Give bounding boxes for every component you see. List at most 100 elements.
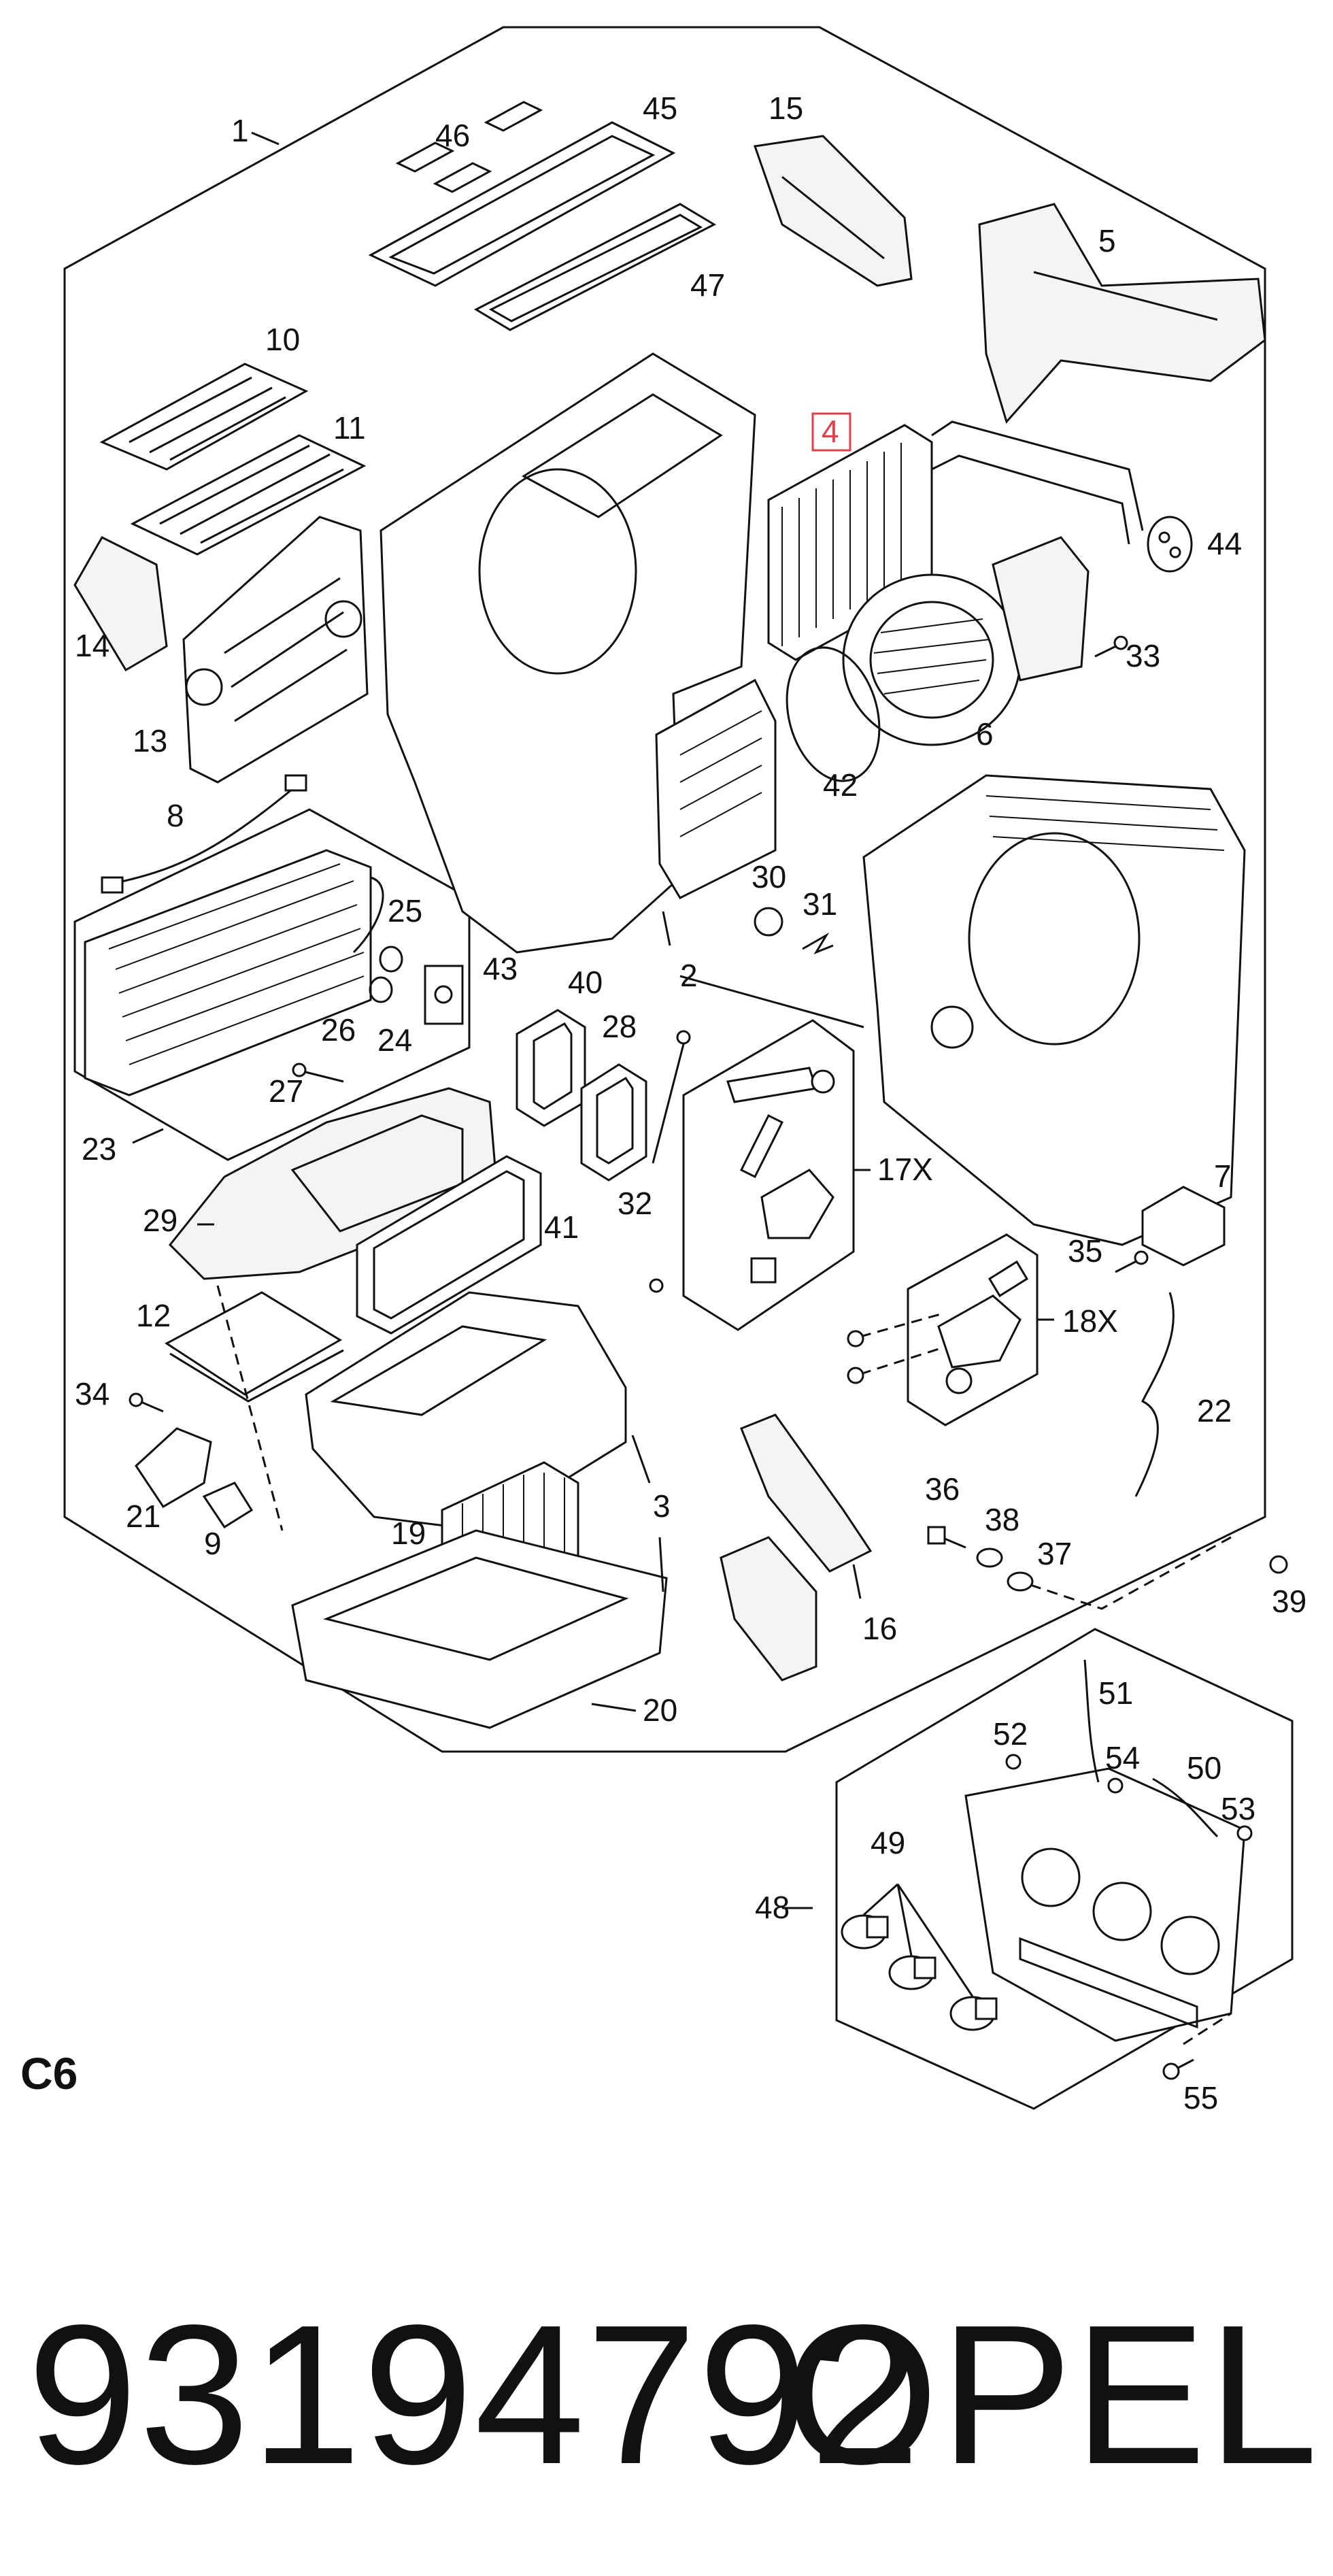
callout-54: 54 <box>1105 1740 1140 1775</box>
callout-13: 13 <box>133 723 167 758</box>
callout-34: 34 <box>75 1376 109 1411</box>
callout-19: 19 <box>391 1516 426 1551</box>
sensor-8 <box>101 774 307 894</box>
callout-53: 53 <box>1221 1791 1255 1826</box>
callout-23: 23 <box>82 1131 116 1167</box>
callout-32: 32 <box>618 1186 652 1221</box>
screw-52 <box>1005 1754 1022 1770</box>
filter-12 <box>165 1291 344 1403</box>
evaporator-frame <box>73 808 471 1161</box>
washer-38 <box>976 1548 1003 1568</box>
callout-42: 42 <box>823 767 858 803</box>
callout-21: 21 <box>126 1499 161 1534</box>
knob-49-a <box>841 1914 889 1950</box>
gasket-41 <box>356 1155 542 1335</box>
duct-29 <box>168 1087 498 1280</box>
bracket-21 <box>135 1427 212 1509</box>
callout-5: 5 <box>1098 223 1116 258</box>
filter-11 <box>130 434 367 556</box>
callout-2: 2 <box>680 958 698 993</box>
clip-30 <box>754 907 783 937</box>
screw-53 <box>1236 1825 1253 1841</box>
footer: 93194792 OPEL <box>27 2272 1319 2517</box>
callout-4-highlight <box>811 412 851 452</box>
nut-39 <box>1269 1555 1288 1574</box>
duct-15 <box>753 135 913 287</box>
leader-18x-a <box>860 1311 946 1338</box>
housing-upper <box>379 352 777 954</box>
callout-33: 33 <box>1126 638 1160 673</box>
exploded-parts-diagram: 1 2 3 4 5 6 7 8 9 10 11 12 13 14 15 16 1… <box>63 26 1306 2115</box>
clip-18x-b <box>847 1367 864 1384</box>
callout-11: 11 <box>333 410 366 446</box>
callout-labels: 1 2 3 4 5 6 7 8 9 10 11 12 13 14 15 16 1… <box>75 90 1306 2115</box>
actuator-13 <box>182 516 369 784</box>
callout-29: 29 <box>143 1203 178 1238</box>
clip-31 <box>802 932 834 955</box>
callout-40: 40 <box>568 965 603 1000</box>
callout-17x: 17X <box>877 1152 933 1187</box>
callout-12: 12 <box>136 1298 171 1333</box>
callout-52: 52 <box>993 1716 1028 1752</box>
callout-48: 48 <box>755 1890 790 1925</box>
o-ring-26 <box>369 976 393 1003</box>
evaporator-23 <box>84 849 384 1097</box>
cable-50 <box>1152 1777 1219 1838</box>
bolt-36 <box>927 1526 966 1549</box>
callout-55: 55 <box>1183 2080 1218 2115</box>
knob-49-b <box>888 1955 937 1990</box>
callout-3: 3 <box>653 1488 671 1524</box>
callout-15: 15 <box>769 90 803 126</box>
screw-33 <box>1094 635 1128 658</box>
leader-55 <box>1183 2012 1232 2045</box>
cable-51 <box>1083 1659 1100 1783</box>
tray-20 <box>291 1529 668 1729</box>
callout-26: 26 <box>321 1012 356 1048</box>
callout-10: 10 <box>265 322 300 357</box>
callout-38: 38 <box>985 1502 1019 1537</box>
callout-50: 50 <box>1187 1750 1221 1786</box>
expansion-valve-24 <box>424 965 464 1025</box>
callout-14: 14 <box>75 628 109 663</box>
sensor-9 <box>202 1482 254 1529</box>
bolt-27 <box>292 1063 344 1083</box>
callout-47: 47 <box>690 267 725 303</box>
grommet-44 <box>1147 516 1193 573</box>
callout-37: 37 <box>1037 1536 1072 1571</box>
pin-32 <box>649 1030 691 1293</box>
seal-28 <box>580 1063 647 1182</box>
flap-14 <box>73 536 168 672</box>
seal-40 <box>516 1009 586 1127</box>
actuator-7 <box>1141 1186 1226 1267</box>
callout-51: 51 <box>1098 1675 1133 1711</box>
callout-30: 30 <box>752 859 786 894</box>
lever-set-18x <box>937 1260 1029 1394</box>
leader-18x-b <box>860 1345 946 1375</box>
callout-31: 31 <box>803 886 837 922</box>
duct-5 <box>978 203 1266 424</box>
callout-18x: 18X <box>1062 1303 1118 1339</box>
leader-12-9 <box>216 1285 284 1531</box>
seal-strips-46 <box>395 101 543 193</box>
callout-41: 41 <box>544 1209 579 1245</box>
callout-36: 36 <box>925 1471 960 1507</box>
screw-55 <box>1162 2058 1194 2080</box>
knob-49-c <box>949 1996 998 2031</box>
leader-37-39 <box>1030 1536 1232 1610</box>
hose-22 <box>1134 1292 1175 1497</box>
callout-6: 6 <box>976 716 994 752</box>
callout-7: 7 <box>1214 1158 1232 1194</box>
callout-4: 4 <box>822 414 839 449</box>
callout-25: 25 <box>388 893 422 929</box>
bracket-16 <box>720 1414 873 1682</box>
lever-set-17x <box>726 1067 835 1284</box>
callout-46: 46 <box>435 118 470 153</box>
part-number: 93194792 <box>27 2284 922 2505</box>
screw-34 <box>129 1392 164 1413</box>
callout-27: 27 <box>269 1073 303 1109</box>
washer-37 <box>1007 1571 1034 1592</box>
callout-22: 22 <box>1197 1393 1232 1428</box>
control-panel-48 <box>964 1767 1246 2042</box>
filter-10 <box>99 363 309 471</box>
o-ring-25 <box>379 946 403 973</box>
